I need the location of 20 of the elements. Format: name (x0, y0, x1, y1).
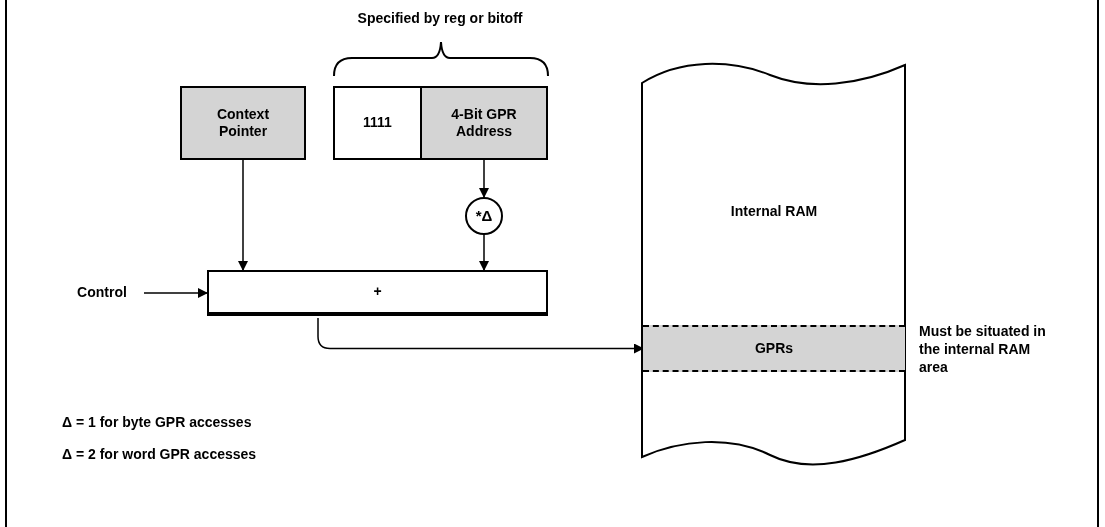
arrow (238, 159, 248, 271)
node-text: 4-Bit GPR Address (450, 105, 518, 141)
note-text: Must be situated in the internal RAM area (919, 322, 1047, 377)
note-text: Δ = 1 for byte GPR accesses (62, 413, 252, 432)
brace-label: Specified by reg or bitoff (356, 9, 524, 28)
node-text: Context Pointer (215, 105, 271, 141)
adder-box (207, 270, 548, 316)
note-text: Δ = 2 for word GPR accesses (62, 445, 257, 464)
arrow (143, 288, 208, 298)
node-text: + (373, 283, 382, 301)
node-text: *Δ (475, 206, 493, 226)
arrow (479, 159, 489, 198)
node-text: 1111 (363, 114, 392, 132)
register-field (333, 86, 420, 160)
node-text: GPRs (754, 339, 794, 358)
control-text: Control (77, 284, 127, 302)
arrow (479, 234, 489, 271)
memory-label: Internal RAM (730, 203, 818, 221)
register-box (180, 86, 306, 160)
register-field (420, 86, 548, 160)
